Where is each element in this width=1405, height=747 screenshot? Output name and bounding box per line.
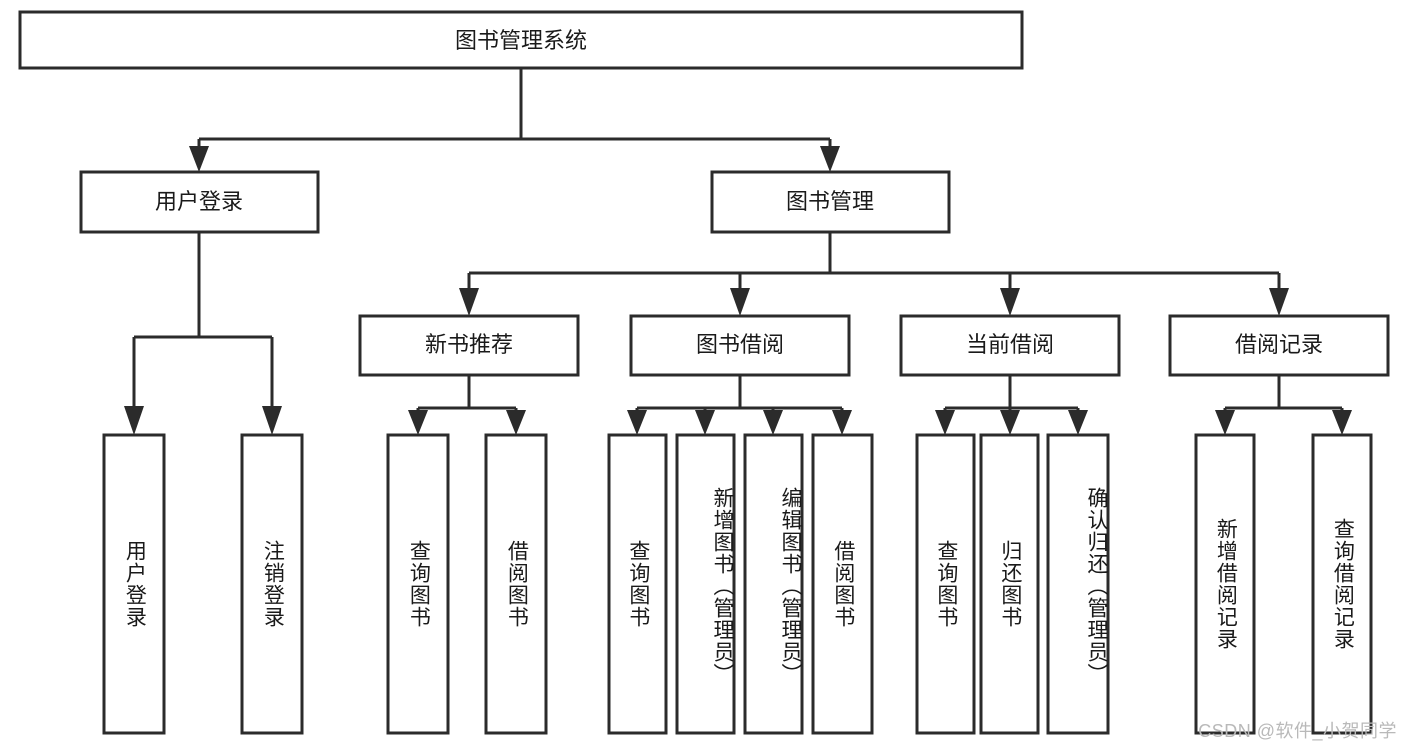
arrow-head-leaf-query-record [1332,410,1352,435]
arrow-head-leaf-add-record [1215,410,1235,435]
node-borrow-record-box[interactable] [1168,314,1390,377]
leaf-borrow-book-1-box[interactable] [484,433,548,735]
node-new-book-recommend-box[interactable] [358,314,580,377]
node-user-login-label: 用户登录 [155,189,243,214]
leaf-box-layer [102,433,1373,735]
node-borrow-record-label: 借阅记录 [1235,332,1323,357]
arrow-head-book-borrow [730,288,750,316]
node-current-borrow-label: 当前借阅 [966,332,1054,357]
arrow-head-leaf-confirm-return [1068,410,1088,435]
node-user-login-box[interactable] [79,170,320,234]
arrow-head-borrow-record [1269,288,1289,316]
arrow-head-leaf-query-book-3 [935,410,955,435]
node-current-borrow-box[interactable] [899,314,1121,377]
arrow-head-user-login [189,146,209,172]
arrow-head-book-manage [820,146,840,172]
arrow-head-leaf-query-book-1 [408,410,428,435]
node-book-borrow-box[interactable] [629,314,851,377]
leaf-query-record-box[interactable] [1311,433,1373,735]
node-book-manage-box[interactable] [710,170,951,234]
arrow-head-leaf-borrow-book-1 [506,410,526,435]
watermark-text: CSDN @软件_小贺同学 [1198,721,1397,741]
connector-layer [124,68,1352,435]
leaf-add-book-box[interactable] [675,433,736,735]
leaf-confirm-return-box[interactable] [1046,433,1110,735]
arrow-head-leaf-return-book [1000,410,1020,435]
arrow-head-leaf-edit-book [763,410,783,435]
leaf-query-book-2-box[interactable] [607,433,668,735]
node-borrow-record[interactable]: 借阅记录 [1168,314,1390,377]
leaf-borrow-book-2-box[interactable] [811,433,874,735]
leaf-logout-box[interactable] [240,433,304,735]
arrow-head-leaf-borrow-book-2 [832,410,852,435]
arrow-head-current-borrow [1000,288,1020,316]
leaf-query-book-3-box[interactable] [915,433,976,735]
node-new-book-recommend-label: 新书推荐 [425,332,513,357]
arrow-head-leaf-add-book [695,410,715,435]
node-book-manage[interactable]: 图书管理 [710,170,951,234]
arrow-head-leaf-query-book-2 [627,410,647,435]
arrow-head-leaf-user-login [124,406,144,435]
node-book-borrow[interactable]: 图书借阅 [629,314,851,377]
node-new-book-recommend[interactable]: 新书推荐 [358,314,580,377]
arrow-head-new-book-recommend [459,288,479,316]
leaf-return-book-box[interactable] [979,433,1040,735]
leaf-edit-book-box[interactable] [743,433,804,735]
leaf-add-record-box[interactable] [1194,433,1256,735]
node-book-manage-label: 图书管理 [786,189,874,214]
node-current-borrow[interactable]: 当前借阅 [899,314,1121,377]
node-root-box[interactable] [18,10,1024,70]
node-root[interactable]: 图书管理系统 [18,10,1024,70]
leaf-user-login-box[interactable] [102,433,166,735]
node-root-label: 图书管理系统 [455,28,587,53]
node-book-borrow-label: 图书借阅 [696,332,784,357]
leaf-query-book-1-box[interactable] [386,433,450,735]
arrow-head-leaf-logout [262,406,282,435]
node-user-login[interactable]: 用户登录 [79,170,320,234]
